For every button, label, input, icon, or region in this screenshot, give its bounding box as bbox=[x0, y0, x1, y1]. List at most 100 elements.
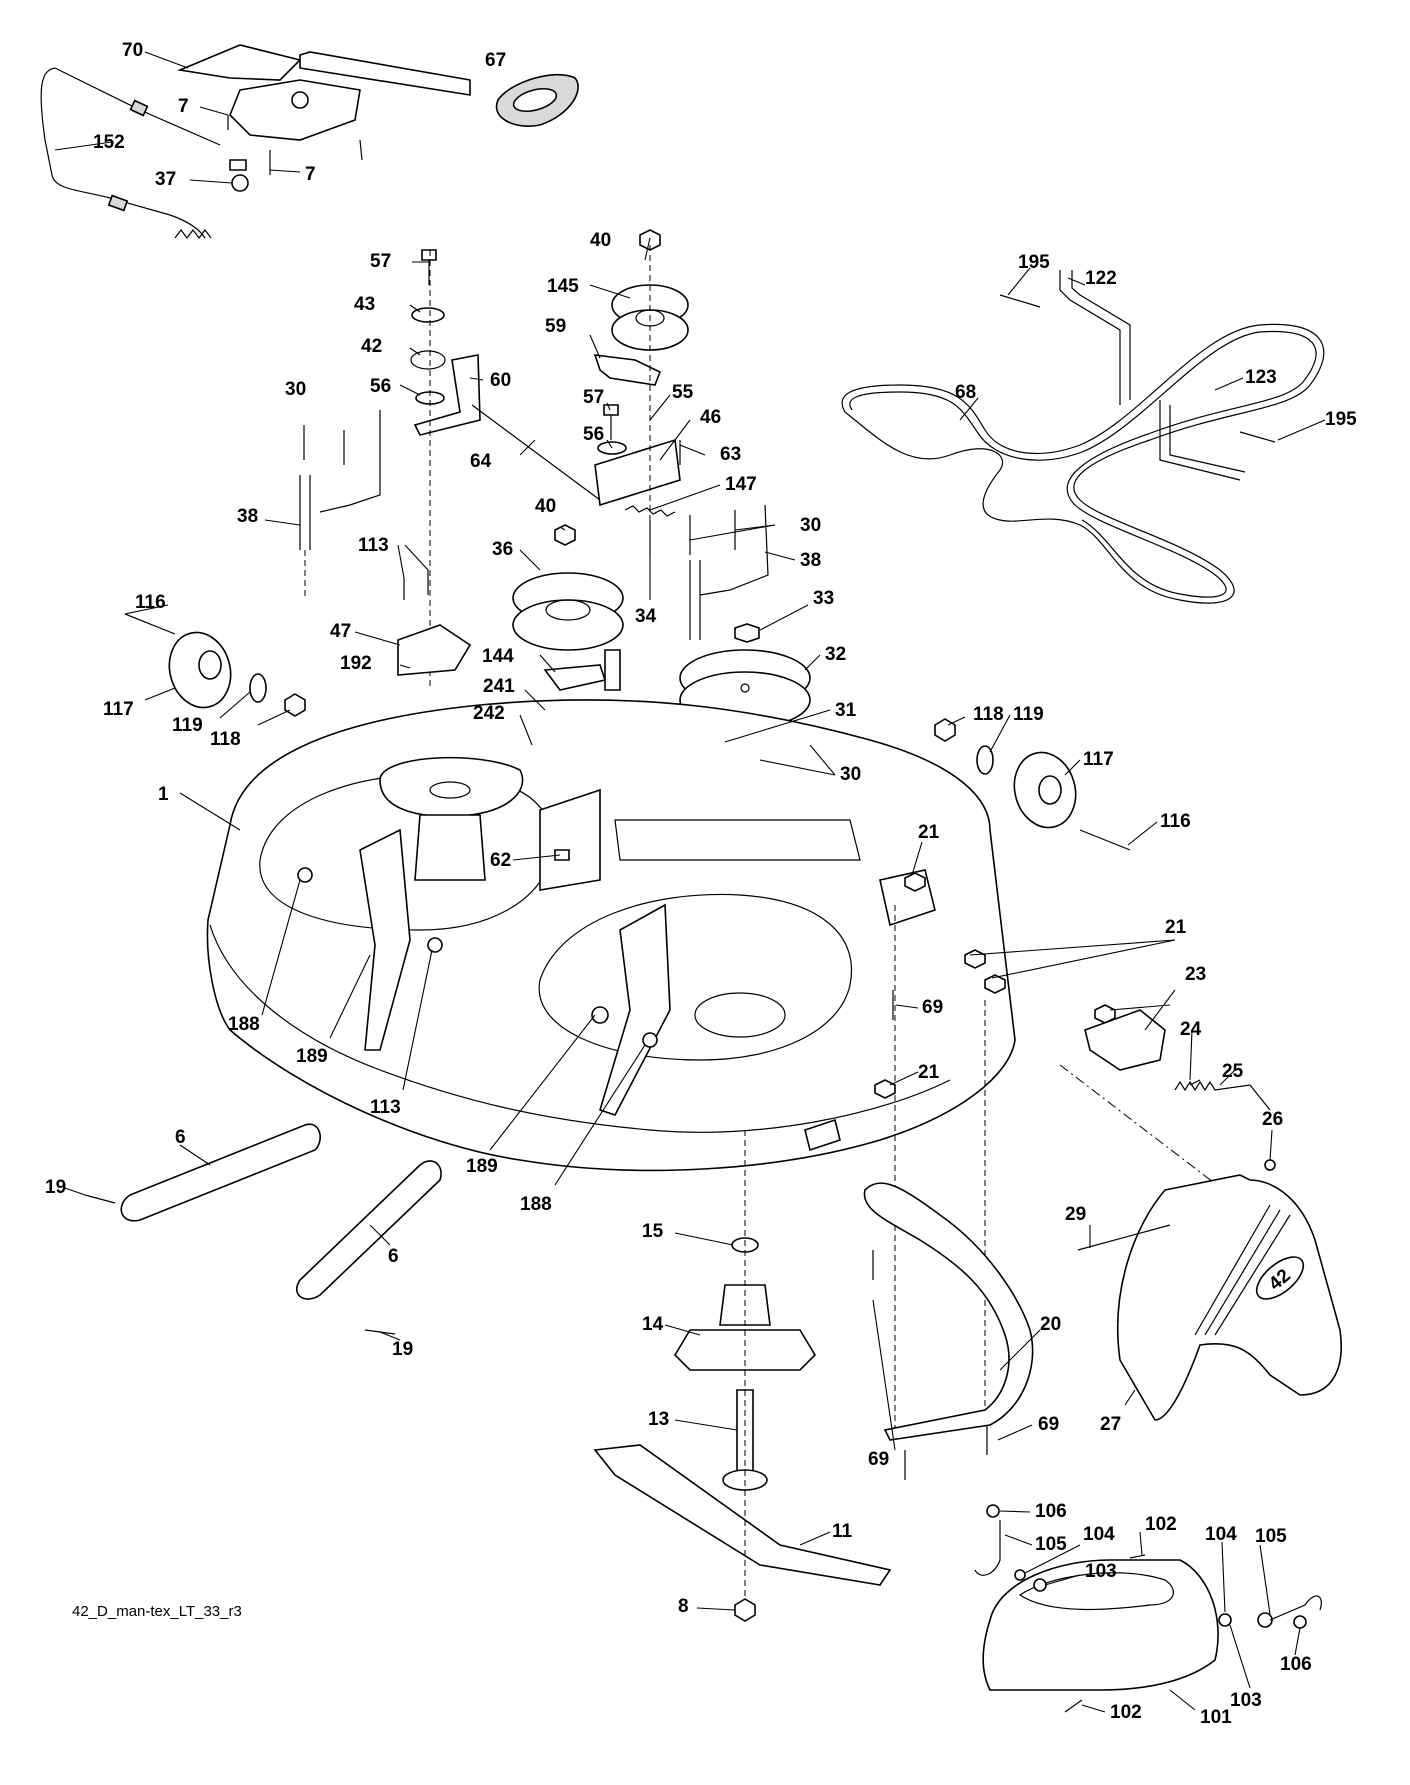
part-47-bracket bbox=[397, 624, 472, 676]
callout-6a: 6 bbox=[175, 1127, 186, 1148]
part-113b-bolt bbox=[427, 937, 443, 953]
callout-119b: 119 bbox=[1013, 704, 1044, 725]
callout-34: 34 bbox=[635, 606, 657, 627]
callout-118b: 118 bbox=[973, 704, 1004, 725]
part-11-blade bbox=[593, 1444, 892, 1586]
callout-47: 47 bbox=[330, 621, 351, 642]
bracket-122-a bbox=[1059, 270, 1121, 405]
callout-189a: 189 bbox=[296, 1046, 328, 1067]
callout-102b: 102 bbox=[1110, 1702, 1142, 1723]
pulley-lower bbox=[512, 599, 624, 651]
part-104b-washer bbox=[1257, 1612, 1273, 1628]
callout-38b: 38 bbox=[800, 550, 821, 571]
left-deck-hanger bbox=[299, 410, 381, 600]
hinge-axis bbox=[1059, 1064, 1231, 1196]
part-103b-spacer bbox=[1218, 1613, 1232, 1627]
mulch-cover-assembly bbox=[974, 1504, 1322, 1713]
part-8-bolt bbox=[734, 1598, 756, 1622]
callout-42: 42 bbox=[361, 336, 382, 357]
callout-103b: 103 bbox=[1230, 1690, 1262, 1711]
part-26-nut bbox=[1264, 1159, 1276, 1171]
left-gauge-wheel bbox=[124, 613, 306, 717]
left-hanger-bracket bbox=[359, 828, 411, 1051]
callout-40b: 40 bbox=[535, 496, 556, 517]
part-119b-washer bbox=[976, 745, 994, 775]
callout-104a: 104 bbox=[1083, 1524, 1115, 1545]
part-57-screw-head bbox=[421, 249, 437, 261]
spring bbox=[174, 229, 212, 239]
diagram-reference-code: 42_D_man-tex_LT_33_r3 bbox=[72, 1603, 242, 1620]
part-105b-pin bbox=[1269, 1595, 1322, 1621]
leader-lines bbox=[54, 51, 1326, 1713]
callout-46: 46 bbox=[700, 407, 721, 428]
callout-113b: 113 bbox=[370, 1097, 401, 1118]
callout-1: 1 bbox=[158, 784, 169, 805]
callout-19b: 19 bbox=[392, 1339, 413, 1360]
deck-right-well bbox=[538, 893, 852, 1061]
chute-ribs bbox=[1194, 1204, 1291, 1336]
nut-21c bbox=[984, 974, 1006, 994]
callout-68: 68 bbox=[955, 382, 976, 403]
lift-lever-assembly bbox=[40, 44, 471, 239]
part-70-bracket bbox=[177, 44, 302, 81]
callout-195a: 195 bbox=[1018, 252, 1050, 273]
pulley-bearing bbox=[545, 599, 591, 621]
part-23-hinge bbox=[1084, 1009, 1166, 1071]
bracket-123-a bbox=[1159, 400, 1241, 481]
bracket-123-b bbox=[1169, 405, 1246, 473]
part-188b-fitting bbox=[642, 1032, 658, 1048]
callout-37: 37 bbox=[155, 169, 176, 190]
screw-7c bbox=[359, 139, 363, 161]
part-19a-bolt bbox=[84, 1194, 116, 1204]
callout-122: 122 bbox=[1085, 268, 1117, 289]
callout-195b: 195 bbox=[1325, 409, 1357, 430]
knob-label bbox=[512, 87, 558, 113]
callout-123: 123 bbox=[1245, 367, 1277, 388]
callout-119a: 119 bbox=[172, 715, 203, 736]
callout-8: 8 bbox=[678, 1596, 689, 1617]
tension-bracket bbox=[397, 570, 472, 676]
callout-40a: 40 bbox=[590, 230, 611, 251]
deck-skirt bbox=[209, 924, 951, 1133]
callout-105b: 105 bbox=[1255, 1526, 1287, 1547]
part-46-plate bbox=[594, 438, 681, 507]
nut bbox=[229, 159, 247, 171]
callout-60: 60 bbox=[490, 370, 511, 391]
part-118b-nut bbox=[934, 718, 956, 742]
callout-102a: 102 bbox=[1145, 1514, 1177, 1535]
part-25-spring bbox=[1174, 1080, 1271, 1111]
callout-33: 33 bbox=[813, 588, 834, 609]
pivot bbox=[291, 91, 309, 109]
callout-21a: 21 bbox=[918, 822, 940, 843]
callout-13: 13 bbox=[648, 1409, 669, 1430]
callout-192: 192 bbox=[340, 653, 372, 674]
bracket-122-b bbox=[1071, 270, 1131, 400]
callout-30a: 30 bbox=[285, 379, 306, 400]
part-27-chute: 42 bbox=[1077, 1174, 1342, 1421]
callout-25: 25 bbox=[1222, 1061, 1244, 1082]
callout-36: 36 bbox=[492, 539, 513, 560]
part-104a-washer bbox=[1014, 1569, 1026, 1581]
callout-189b: 189 bbox=[466, 1156, 498, 1177]
callout-118a: 118 bbox=[210, 729, 241, 750]
part-116b-axle bbox=[1079, 829, 1131, 851]
callout-188a: 188 bbox=[228, 1014, 260, 1035]
part-101-cover bbox=[982, 1559, 1219, 1691]
callout-241: 241 bbox=[483, 676, 515, 697]
callout-14: 14 bbox=[642, 1314, 664, 1335]
callout-7a: 7 bbox=[178, 96, 189, 117]
part-29-rod bbox=[1077, 1224, 1171, 1251]
part-102a-screw bbox=[1129, 1554, 1146, 1559]
callout-38a: 38 bbox=[237, 506, 258, 527]
right-deck-hanger bbox=[689, 504, 769, 643]
part-103a-spacer bbox=[1033, 1578, 1047, 1592]
hanger-arm bbox=[319, 410, 381, 513]
chute-hinge-parts bbox=[1059, 1009, 1276, 1196]
part-59-arm bbox=[593, 354, 662, 386]
belt-outer bbox=[841, 323, 1325, 604]
wheel-hub-right bbox=[1038, 775, 1062, 805]
callout-147: 147 bbox=[725, 474, 757, 495]
part-62-bolt bbox=[554, 849, 570, 861]
